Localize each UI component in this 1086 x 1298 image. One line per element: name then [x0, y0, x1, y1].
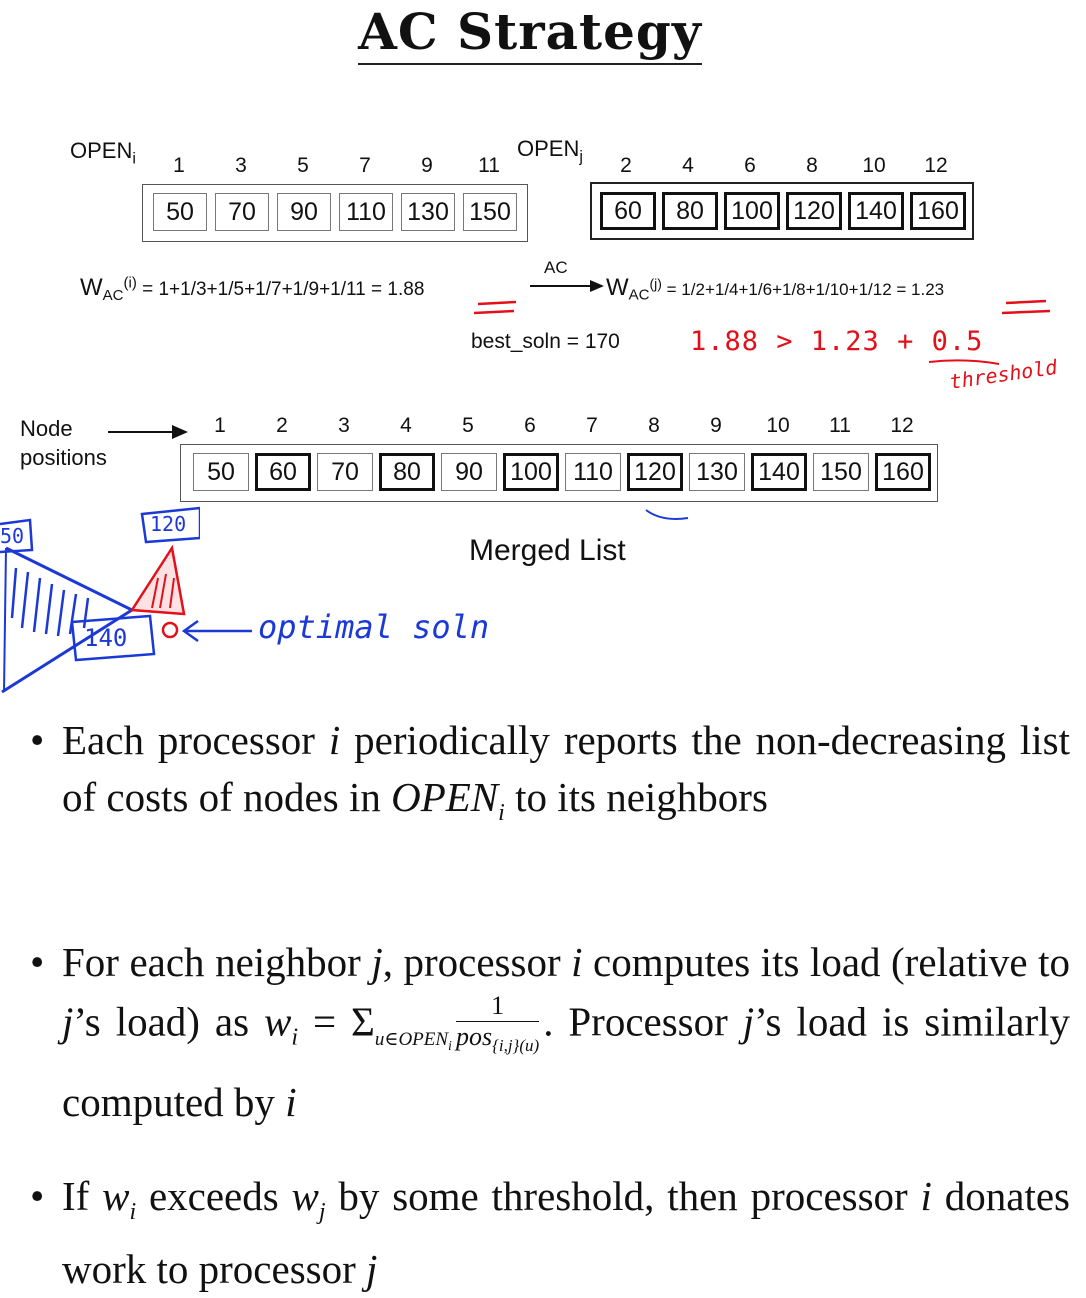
merged-cell: 50	[193, 453, 249, 491]
w-ac-i-value: 1.88	[387, 279, 425, 300]
merged-cell: 150	[813, 453, 869, 491]
merged-cell: 130	[689, 453, 745, 491]
open-j-cell: 160	[910, 192, 966, 230]
open-j-position-label: 12	[924, 154, 948, 177]
mark-under-120	[645, 509, 689, 520]
open-j-cell: 100	[724, 192, 780, 230]
open-j-cell: 120	[786, 192, 842, 230]
merged-position-label: 11	[829, 414, 851, 437]
node-positions-arrow	[108, 425, 188, 439]
open-i-position-label: 7	[359, 154, 371, 177]
open-i-cell: 110	[339, 193, 393, 231]
w-ac-i-formula: WAC(i) = 1+1/3+1/5+1/7+1/9+1/11 = 1.88	[80, 274, 425, 304]
underline-1-23	[1001, 299, 1051, 315]
threshold-underline	[928, 359, 1000, 365]
merged-position-label: 3	[338, 414, 350, 437]
merged-position-label: 8	[648, 414, 660, 437]
w-ac-j-value: 1.23	[911, 280, 945, 299]
merged-position-label: 6	[524, 414, 536, 437]
open-j-position-label: 4	[682, 154, 694, 177]
merged-position-label: 5	[462, 414, 474, 437]
handwritten-comparison: 1.88 > 1.23 + 0.5	[690, 326, 984, 357]
open-i-cell: 70	[215, 193, 269, 231]
merged-list-caption: Merged List	[469, 534, 626, 567]
open-i-position-label: 1	[173, 154, 185, 177]
open-i-position-label: 11	[478, 154, 500, 177]
merged-position-label: 1	[214, 414, 226, 437]
open-j-position-label: 2	[620, 154, 632, 177]
w-ac-j-formula: WAC(j) = 1/2+1/4+1/6+1/8+1/10+1/12 = 1.2…	[606, 274, 945, 304]
tree-node-140: 140	[84, 624, 128, 652]
open-i-position-label: 9	[421, 154, 433, 177]
open-i-cell: 130	[401, 193, 455, 231]
open-j-cell: 140	[848, 192, 904, 230]
tree-sketch	[0, 506, 200, 694]
merged-position-label: 4	[400, 414, 412, 437]
ac-arrow	[530, 280, 604, 292]
underline-1-88	[473, 300, 517, 315]
open-i-position-label: 3	[235, 154, 247, 177]
open-j-cell: 60	[600, 192, 656, 230]
open-i-position-label: 5	[297, 154, 309, 177]
open-j-position-label: 10	[862, 154, 886, 177]
merged-position-label: 10	[766, 414, 790, 437]
merged-cell: 80	[379, 453, 435, 491]
open-i-cell: 50	[153, 193, 207, 231]
merged-position-label: 9	[710, 414, 722, 437]
merged-cell: 100	[503, 453, 559, 491]
slide-title: AC Strategy	[0, 2, 1060, 65]
open-i-label: OPENi	[70, 138, 136, 168]
optimal-arrow	[181, 619, 252, 643]
open-i-cell: 150	[463, 193, 517, 231]
open-j-label: OPENj	[517, 136, 583, 166]
merged-cell: 60	[255, 453, 311, 491]
ac-arrow-label: AC	[544, 258, 568, 277]
merged-cell: 90	[441, 453, 497, 491]
merged-cell: 110	[565, 453, 621, 491]
tree-node-120: 120	[150, 512, 187, 536]
open-i-cell: 90	[277, 193, 331, 231]
node-positions-label: Node positions	[20, 416, 107, 470]
merged-position-label: 2	[276, 414, 288, 437]
bullet-2: • For each neighbor j, processor i compu…	[30, 939, 1070, 1126]
handwritten-optimal-soln: optimal soln	[258, 608, 490, 646]
merged-cell: 70	[317, 453, 373, 491]
best-soln-text: best_soln = 170	[471, 330, 620, 353]
merged-position-label: 7	[586, 414, 598, 437]
bullet-3: • If wi exceeds wj by some threshold, th…	[30, 1173, 1070, 1293]
merged-cell: 120	[627, 453, 683, 491]
open-j-position-label: 6	[744, 154, 756, 177]
merged-position-label: 12	[890, 414, 914, 437]
open-j-cell: 80	[662, 192, 718, 230]
merged-cell: 140	[751, 453, 807, 491]
bullet-1: • Each processor i periodically reports …	[30, 717, 1070, 827]
open-j-position-label: 8	[806, 154, 818, 177]
merged-cell: 160	[875, 453, 931, 491]
tree-node-50: 50	[0, 524, 25, 548]
